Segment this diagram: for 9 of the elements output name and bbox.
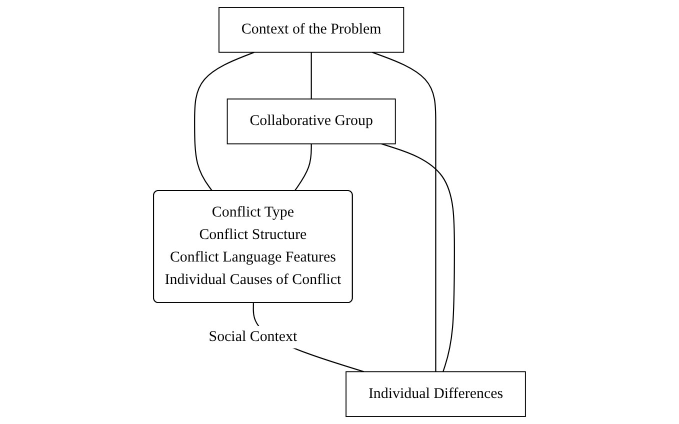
connector: [381, 143, 455, 372]
edge-label: Social Context: [208, 328, 298, 345]
node-box: Individual Differences: [346, 371, 526, 417]
connector: [194, 52, 254, 192]
connector: [372, 52, 436, 372]
connector: [310, 52, 312, 99]
node-box: Collaborative Group: [226, 98, 396, 144]
node-box: Context of the Problem: [218, 7, 404, 53]
connector: [294, 144, 312, 192]
